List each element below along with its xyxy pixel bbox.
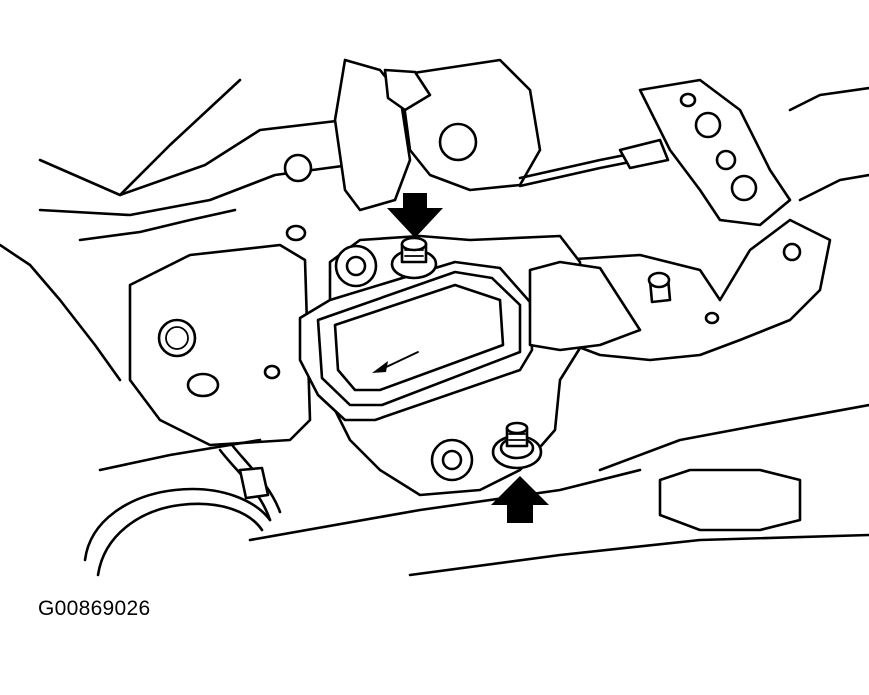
sensor-module: [300, 236, 640, 495]
figure-id-label: G00869026: [38, 597, 151, 620]
upper-mounting-stud: [392, 238, 436, 278]
vehicle-body-structure: [0, 60, 869, 575]
lower-mounting-stud: [493, 423, 541, 468]
arrow-down-icon: [387, 193, 443, 238]
wire-harness: [85, 445, 280, 575]
arrow-up-icon: [491, 476, 549, 523]
link-rod: [520, 80, 869, 225]
